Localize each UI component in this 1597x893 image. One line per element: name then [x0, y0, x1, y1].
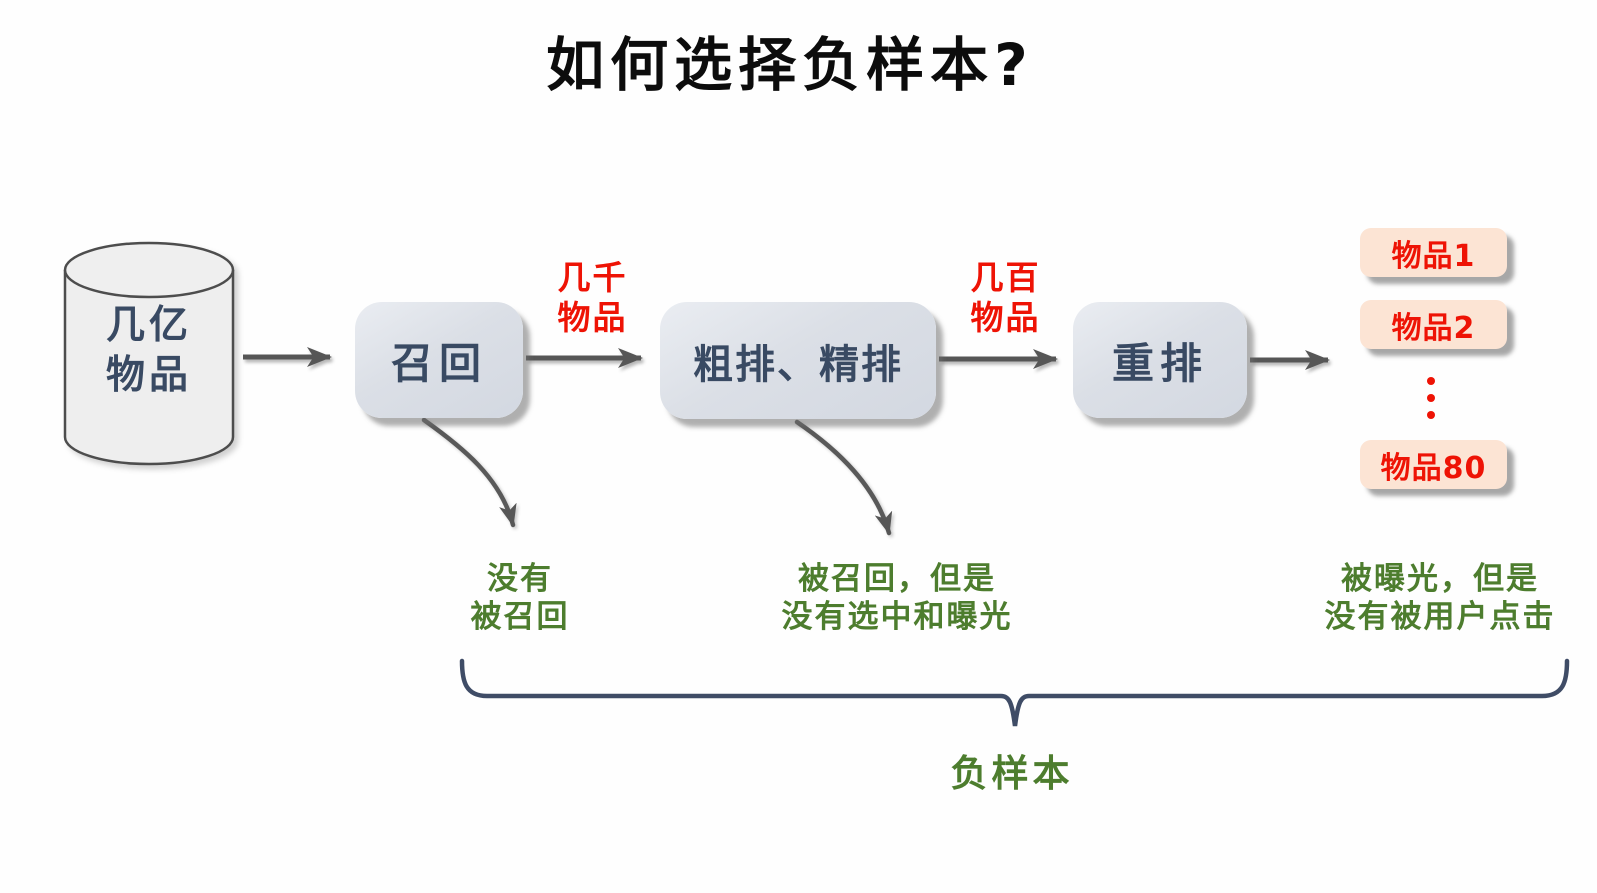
output-item-card: 物品80 — [1360, 440, 1507, 489]
output-item-label-1: 物品1 — [1391, 238, 1476, 274]
stage-node-rerank: 重排 — [1073, 302, 1247, 418]
annotation-not-selected-line2: 没有选中和曝光 — [781, 599, 1013, 635]
edge-label-hundreds: 几百 物品 — [948, 258, 1063, 338]
stage-label-rerank: 重排 — [1111, 338, 1208, 388]
database-label-line2: 物品 — [105, 353, 192, 398]
output-item-card: 物品1 — [1360, 228, 1507, 277]
stage-node-coarse-fine-rank: 粗排、精排 — [660, 302, 936, 419]
edge-label-thousands-line2: 物品 — [557, 298, 628, 337]
annotation-not-recalled-line2: 被召回 — [470, 599, 570, 635]
database-cylinder — [63, 241, 235, 466]
negative-samples-label: 负样本 — [950, 752, 1074, 795]
annotation-not-selected-line1: 被召回，但是 — [798, 561, 996, 597]
annotation-not-recalled: 没有 被召回 — [408, 560, 632, 636]
edge-label-thousands-line1: 几千 — [557, 258, 628, 297]
output-item-card: 物品2 — [1360, 300, 1507, 349]
output-item-label-2: 物品2 — [1391, 310, 1476, 346]
annotation-not-selected: 被召回，但是 没有选中和曝光 — [742, 560, 1052, 636]
annotation-not-clicked: 被曝光，但是 没有被用户点击 — [1285, 560, 1595, 636]
vertical-ellipsis-icon — [1427, 377, 1435, 419]
annotation-not-recalled-line1: 没有 — [487, 561, 553, 597]
annotation-not-clicked-line1: 被曝光，但是 — [1341, 561, 1539, 597]
curved-arrow-not-recalled — [421, 417, 517, 528]
edge-label-thousands: 几千 物品 — [535, 258, 650, 338]
output-item-label-3: 物品80 — [1380, 450, 1487, 486]
edge-label-hundreds-line1: 几百 — [970, 258, 1041, 297]
stage-label-coarse-fine-rank: 粗排、精排 — [693, 341, 903, 388]
stage-node-recall: 召回 — [355, 302, 523, 418]
curved-arrow-not-selected — [794, 419, 893, 536]
database-label: 几亿 物品 — [57, 301, 241, 401]
database-label-line1: 几亿 — [105, 303, 192, 348]
edge-label-hundreds-line2: 物品 — [970, 298, 1041, 337]
stage-label-recall: 召回 — [390, 338, 487, 388]
annotation-not-clicked-line2: 没有被用户点击 — [1324, 599, 1556, 635]
underbrace — [459, 658, 1570, 727]
page-title: 如何选择负样本? — [546, 31, 1034, 99]
